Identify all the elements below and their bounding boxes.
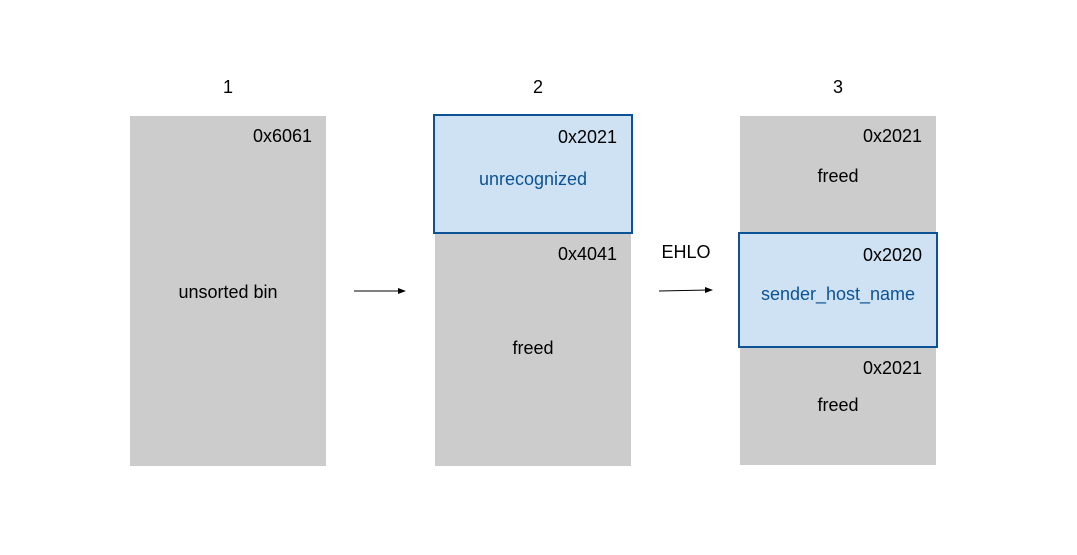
- chunk-label: unsorted bin: [178, 282, 278, 302]
- step-1-unsorted-bin-chunk: 0x6061 unsorted bin: [130, 116, 326, 466]
- chunk-label: unrecognized: [478, 169, 588, 189]
- chunk-address: 0x2021: [557, 127, 617, 147]
- chunk-label: sender_host_name: [760, 284, 916, 304]
- step-3-number: 3: [832, 77, 843, 97]
- chunk-address: 0x2021: [862, 126, 922, 146]
- step-1-number: 1: [222, 77, 233, 97]
- step-3-freed-chunk-bottom: 0x2021 freed: [740, 346, 936, 465]
- step-2-number: 2: [532, 77, 543, 97]
- chunk-label: freed: [817, 395, 859, 415]
- chunk-address: 0x2020: [862, 245, 922, 265]
- chunk-address: 0x2021: [862, 358, 922, 378]
- transition-arrow-1: [354, 288, 406, 294]
- transition-label-ehlo: EHLO: [661, 242, 711, 262]
- chunk-address: 0x4041: [557, 244, 617, 264]
- step-2-unrecognized-chunk: 0x2021 unrecognized: [433, 114, 633, 234]
- transition-arrow-2: [658, 287, 713, 293]
- chunk-label: freed: [512, 338, 554, 358]
- step-3-freed-chunk-top: 0x2021 freed: [740, 116, 936, 234]
- chunk-label: freed: [817, 166, 859, 186]
- step-3-sender-host-name-chunk: 0x2020 sender_host_name: [738, 232, 938, 348]
- chunk-address: 0x6061: [252, 126, 312, 146]
